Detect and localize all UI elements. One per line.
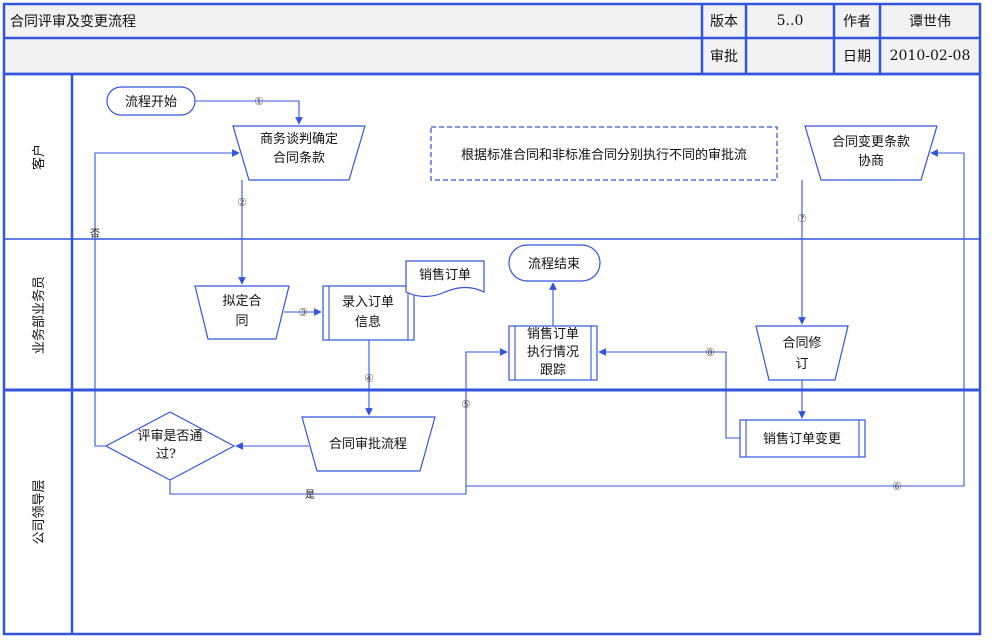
header-title: 合同评审及变更流程: [4, 4, 702, 38]
lane-label-leadership: 公司领导层: [32, 479, 47, 544]
end-label: 流程结束: [528, 257, 580, 272]
sales-order-doc-label: 销售订单: [419, 267, 471, 283]
branch-no-label: 否: [90, 228, 100, 240]
header-author-label: 作者: [834, 4, 880, 38]
step-markers: ① ② ③ ④ ⑤ ⑥ ⑦ ⑧: [237, 95, 902, 493]
note-label: 根据标准合同和非标准合同分别执行不同的审批流: [461, 147, 747, 163]
approval-label: 合同审批流程: [329, 437, 407, 452]
review-label-1: 评审是否通: [137, 429, 202, 444]
order-change-label: 销售订单变更: [763, 431, 841, 447]
header-date-value: 2010-02-08: [880, 38, 980, 74]
start-label: 流程开始: [125, 95, 177, 110]
header-author-value: 谭世伟: [880, 4, 980, 38]
step-4: ④: [364, 372, 374, 385]
negotiate-label-1: 商务谈判确定: [260, 131, 338, 147]
step-6: ⑥: [892, 480, 902, 493]
negotiate-node: 商务谈判确定 合同条款: [232, 125, 366, 181]
draft-contract-node: 拟定合 同: [194, 285, 290, 340]
header-approve-label: 审批: [702, 38, 746, 74]
header-date-label: 日期: [834, 38, 880, 74]
review-decision-node: 评审是否通 过?: [104, 411, 236, 481]
draft-label-1: 拟定合: [222, 294, 261, 309]
note-node: 根据标准合同和非标准合同分别执行不同的审批流: [430, 126, 778, 181]
sales-order-doc-node: 销售订单: [405, 260, 485, 298]
header-grid: [2, 2, 982, 76]
step-1: ①: [254, 95, 264, 108]
end-node: 流程结束: [508, 244, 601, 282]
revise-label-2: 订: [795, 357, 808, 372]
order-entry-node: 录入订单 信息: [322, 285, 415, 341]
track-label-2: 执行情况: [527, 345, 579, 360]
negotiate-label-2: 合同条款: [273, 150, 325, 166]
contract-revise-node: 合同修 订: [755, 325, 849, 381]
step-7: ⑦: [797, 212, 807, 225]
order-tracking-node: 销售订单 执行情况 跟踪: [508, 325, 598, 381]
branch-yes-label: 是: [305, 489, 315, 501]
connectors: [94, 100, 965, 495]
change-negotiation-node: 合同变更条款 协商: [804, 125, 938, 181]
track-label-3: 跟踪: [540, 363, 566, 378]
track-label-1: 销售订单: [527, 326, 579, 342]
swimlane-frame: [2, 72, 982, 636]
header-version-value: 5..0: [746, 4, 834, 38]
start-node: 流程开始: [106, 86, 196, 116]
step-5: ⑤: [461, 398, 471, 411]
header-approve-value: [746, 38, 834, 74]
step-2: ②: [237, 196, 247, 209]
review-label-2: 过?: [156, 447, 176, 462]
entry-label-2: 信息: [355, 314, 381, 330]
draft-label-2: 同: [235, 314, 248, 329]
header-blank: [4, 38, 702, 74]
revise-label-1: 合同修: [782, 336, 821, 351]
change-label-1: 合同变更条款: [832, 134, 910, 150]
entry-label-1: 录入订单: [342, 295, 394, 310]
lane-label-customer: 客户: [31, 144, 47, 170]
step-3: ③: [298, 306, 308, 319]
approval-flow-node: 合同审批流程: [301, 416, 436, 472]
step-8: ⑧: [705, 346, 715, 359]
lane-label-sales: 业务部业务员: [31, 276, 47, 354]
order-change-node: 销售订单变更: [739, 419, 866, 458]
header-version-label: 版本: [702, 4, 746, 38]
change-label-2: 协商: [858, 154, 884, 169]
